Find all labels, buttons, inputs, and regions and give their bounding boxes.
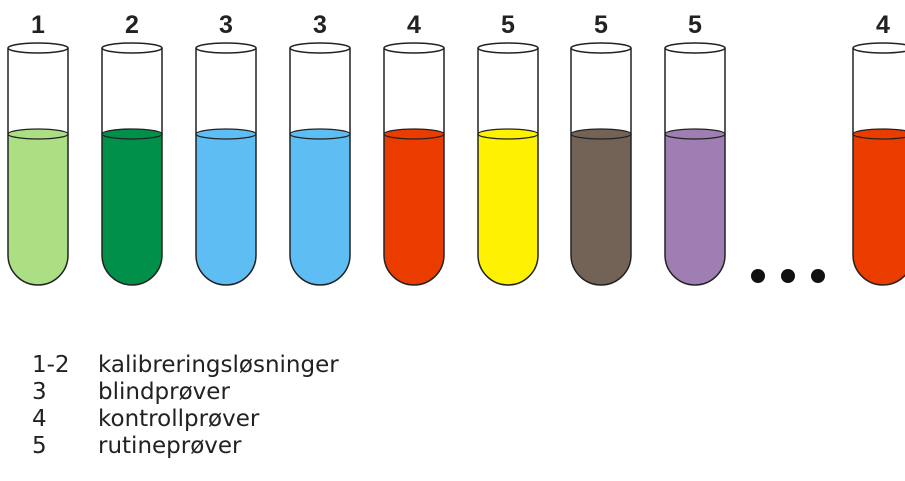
- tube-opening: [477, 42, 539, 54]
- tube-glass: [852, 48, 905, 286]
- tube-opening: [570, 42, 632, 54]
- test-tube-row: 1 2 3 3 4 5 5 5 4: [7, 11, 905, 286]
- tube-liquid: [102, 134, 162, 285]
- tube-number: 4: [407, 11, 421, 39]
- tube-opening: [101, 42, 163, 54]
- tube-liquid: [384, 134, 444, 285]
- tube-number: 2: [125, 11, 139, 39]
- ellipsis-dot: [751, 269, 765, 283]
- tube-liquid: [665, 134, 725, 285]
- legend-row-control: 4 kontrollprøver: [32, 406, 339, 433]
- test-tube: 5: [477, 11, 539, 286]
- legend-row-blank: 3 blindprøver: [32, 379, 339, 406]
- tube-glass: [7, 48, 69, 286]
- liquid-surface: [570, 128, 632, 140]
- tube-number: 5: [501, 11, 515, 39]
- ellipsis-dot: [811, 269, 825, 283]
- tube-glass: [664, 48, 726, 286]
- legend-row-calibration: 1-2 kalibreringsløsninger: [32, 352, 339, 379]
- liquid-surface: [101, 128, 163, 140]
- liquid-surface: [664, 128, 726, 140]
- test-tube: 5: [570, 11, 632, 286]
- liquid-surface: [289, 128, 351, 140]
- tube-opening: [383, 42, 445, 54]
- tube-number: 3: [219, 11, 233, 39]
- liquid-surface: [195, 128, 257, 140]
- legend-code: 4: [32, 406, 47, 432]
- liquid-surface: [383, 128, 445, 140]
- tube-opening: [664, 42, 726, 54]
- test-tube: 2: [101, 11, 163, 286]
- liquid-surface: [477, 128, 539, 140]
- tube-number: 5: [688, 11, 702, 39]
- legend-code: 1-2: [32, 352, 70, 378]
- legend-text: rutineprøver: [98, 433, 242, 459]
- legend-code: 5: [32, 433, 47, 459]
- tube-opening: [289, 42, 351, 54]
- tube-liquid: [196, 134, 256, 285]
- tube-glass: [289, 48, 351, 286]
- ellipsis-dot: [781, 269, 795, 283]
- test-tube: 5: [664, 11, 726, 286]
- tube-glass: [195, 48, 257, 286]
- liquid-surface: [7, 128, 69, 140]
- legend: 1-2 kalibreringsløsninger 3 blindprøver …: [32, 352, 339, 460]
- tube-liquid: [853, 134, 905, 285]
- tube-glass: [477, 48, 539, 286]
- tube-glass: [570, 48, 632, 286]
- tube-glass: [383, 48, 445, 286]
- test-tube: 1: [7, 11, 69, 286]
- legend-text: blindprøver: [98, 379, 230, 405]
- legend-row-routine: 5 rutineprøver: [32, 433, 339, 460]
- tube-opening: [195, 42, 257, 54]
- tube-liquid: [8, 134, 68, 285]
- tube-opening: [852, 42, 905, 54]
- legend-text: kalibreringsløsninger: [98, 352, 339, 378]
- ellipsis-dots: [751, 269, 825, 283]
- tube-number: 3: [313, 11, 327, 39]
- test-tube: 4: [852, 11, 905, 286]
- tube-opening: [7, 42, 69, 54]
- liquid-surface: [852, 128, 905, 140]
- tube-liquid: [478, 134, 538, 285]
- tube-number: 1: [31, 11, 45, 39]
- tube-liquid: [290, 134, 350, 285]
- legend-text: kontrollprøver: [98, 406, 260, 432]
- test-tube: 4: [383, 11, 445, 286]
- test-tube: 3: [195, 11, 257, 286]
- tube-number: 5: [594, 11, 608, 39]
- tube-number: 4: [876, 11, 890, 39]
- legend-code: 3: [32, 379, 47, 405]
- tube-glass: [101, 48, 163, 286]
- tube-liquid: [571, 134, 631, 285]
- test-tube: 3: [289, 11, 351, 286]
